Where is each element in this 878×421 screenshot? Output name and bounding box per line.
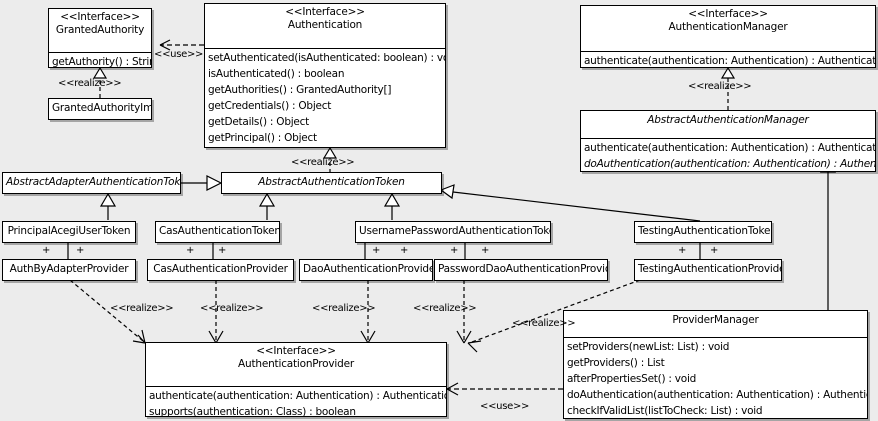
- multiplicity-marker: +: [710, 245, 719, 256]
- operation: doAuthentication(authentication: Authent…: [567, 389, 867, 401]
- operations-compartment: setProviders(newList: List) : void getPr…: [564, 337, 867, 420]
- operation: getDetails() : Object: [208, 116, 309, 128]
- class-box-testing-authentication-token[interactable]: TestingAuthenticationToken: [634, 221, 772, 243]
- class-name: PasswordDaoAuthenticationProvider: [438, 263, 607, 275]
- class-header: <<Interface>> AuthenticationManager: [581, 6, 875, 51]
- class-name: UsernamePasswordAuthenticationToken: [359, 225, 550, 237]
- edge-label-realize-granted-authority-impl: <<realize>>: [58, 78, 122, 89]
- operation: checkIfValidList(listToCheck: List) : vo…: [567, 405, 763, 417]
- multiplicity-marker: +: [218, 245, 227, 256]
- operation: getProviders() : List: [567, 357, 665, 369]
- class-name: GrantedAuthorityImpl: [52, 102, 151, 114]
- class-box-password-dao-authentication-provider[interactable]: PasswordDaoAuthenticationProvider: [434, 259, 608, 281]
- operation: getAuthorities() : GrantedAuthority[]: [208, 84, 392, 96]
- class-header: <<Interface>> GrantedAuthority: [49, 9, 151, 52]
- class-box-username-password-authentication-token[interactable]: UsernamePasswordAuthenticationToken: [355, 221, 551, 243]
- class-header: ProviderManager: [564, 311, 867, 337]
- class-box-abstract-authentication-manager[interactable]: AbstractAuthenticationManager authentica…: [580, 110, 876, 172]
- operation: authenticate(authentication: Authenticat…: [149, 390, 446, 402]
- class-box-authentication-manager[interactable]: <<Interface>> AuthenticationManager auth…: [580, 5, 876, 68]
- class-box-authentication[interactable]: <<Interface>> Authentication setAuthenti…: [204, 3, 446, 148]
- class-name: CasAuthenticationToken: [159, 225, 279, 237]
- operation: setAuthenticated(isAuthenticated: boolea…: [208, 52, 445, 64]
- class-box-granted-authority[interactable]: <<Interface>> GrantedAuthority getAuthor…: [48, 8, 152, 68]
- operation: getCredentials() : Object: [208, 100, 332, 112]
- stereotype-label: <<Interface>>: [285, 6, 365, 18]
- class-box-provider-manager[interactable]: ProviderManager setProviders(newList: Li…: [563, 310, 868, 419]
- class-box-abstract-adapter-authentication-token[interactable]: AbstractAdapterAuthenticationToken: [2, 172, 181, 194]
- class-name: AuthenticationManager: [668, 21, 788, 34]
- stereotype-label: <<Interface>>: [60, 11, 140, 23]
- class-name: AbstractAuthenticationToken: [258, 176, 405, 188]
- class-box-abstract-authentication-token[interactable]: AbstractAuthenticationToken: [221, 172, 442, 194]
- edge-label-realize-auth-by-adapter: <<realize>>: [110, 303, 174, 314]
- class-name: PrincipalAcegiUserToken: [7, 225, 131, 237]
- operation: authenticate(authentication: Authenticat…: [584, 142, 875, 154]
- stereotype-label: <<Interface>>: [256, 345, 336, 357]
- operation: supports(authentication: Class) : boolea…: [149, 406, 356, 418]
- class-name: CasAuthenticationProvider: [153, 263, 288, 275]
- edge-label-realize-abstract-authentication-manager: <<realize>>: [688, 81, 752, 92]
- stereotype-label: <<Interface>>: [688, 8, 768, 20]
- multiplicity-marker: +: [678, 245, 687, 256]
- class-header: AbstractAuthenticationManager: [581, 111, 875, 138]
- class-name: TestingAuthenticationToken: [638, 225, 771, 237]
- edge-label-realize-testing: <<realize>>: [512, 318, 576, 329]
- class-name: AuthenticationProvider: [238, 358, 354, 371]
- class-name: DaoAuthenticationProvider: [303, 263, 432, 275]
- class-name: TestingAuthenticationProvider: [638, 263, 781, 275]
- edge-label-use-top: <<use>>: [154, 49, 204, 60]
- multiplicity-marker: +: [400, 245, 409, 256]
- class-header: <<Interface>> Authentication: [205, 4, 445, 48]
- operations-compartment: authenticate(authentication: Authenticat…: [581, 138, 875, 173]
- class-header: <<Interface>> AuthenticationProvider: [146, 343, 446, 386]
- operations-compartment: setAuthenticated(isAuthenticated: boolea…: [205, 48, 445, 147]
- operations-compartment: authenticate(authentication: Authenticat…: [581, 51, 875, 70]
- operations-compartment: getAuthority() : String: [49, 52, 151, 71]
- class-box-granted-authority-impl[interactable]: GrantedAuthorityImpl: [48, 98, 152, 120]
- class-box-dao-authentication-provider[interactable]: DaoAuthenticationProvider: [299, 259, 433, 281]
- class-box-authentication-provider[interactable]: <<Interface>> AuthenticationProvider aut…: [145, 342, 447, 418]
- operations-compartment: authenticate(authentication: Authenticat…: [146, 386, 446, 421]
- class-name: AbstractAdapterAuthenticationToken: [6, 176, 180, 188]
- operation: getPrincipal() : Object: [208, 132, 317, 144]
- operation: authenticate(authentication: Authenticat…: [584, 55, 875, 67]
- multiplicity-marker: +: [186, 245, 195, 256]
- class-box-cas-authentication-provider[interactable]: CasAuthenticationProvider: [147, 259, 294, 281]
- multiplicity-marker: +: [372, 245, 381, 256]
- edge-label-realize-abstract-authentication-token: <<realize>>: [291, 157, 355, 168]
- operation: getAuthority() : String: [52, 56, 151, 68]
- class-name: ProviderManager: [672, 314, 759, 326]
- multiplicity-marker: +: [42, 245, 51, 256]
- operation: doAuthentication(authentication: Authent…: [584, 158, 875, 170]
- edge-label-realize-dao: <<realize>>: [312, 303, 376, 314]
- class-name: AbstractAuthenticationManager: [647, 114, 809, 126]
- edge-label-realize-cas: <<realize>>: [200, 303, 264, 314]
- class-name: AuthByAdapterProvider: [9, 263, 129, 275]
- class-box-cas-authentication-token[interactable]: CasAuthenticationToken: [155, 221, 280, 243]
- class-box-principal-acegi-user-token[interactable]: PrincipalAcegiUserToken: [2, 221, 136, 243]
- multiplicity-marker: +: [450, 245, 459, 256]
- class-box-auth-by-adapter-provider[interactable]: AuthByAdapterProvider: [2, 259, 136, 281]
- class-name: GrantedAuthority: [55, 24, 145, 37]
- class-box-testing-authentication-provider[interactable]: TestingAuthenticationProvider: [634, 259, 782, 281]
- multiplicity-marker: +: [481, 245, 490, 256]
- edge-label-use-bottom: <<use>>: [480, 401, 530, 412]
- edge-label-realize-password-dao: <<realize>>: [413, 303, 477, 314]
- multiplicity-marker: +: [76, 245, 85, 256]
- operation: afterPropertiesSet() : void: [567, 373, 697, 385]
- operation: isAuthenticated() : boolean: [208, 68, 345, 80]
- class-name: Authentication: [287, 19, 363, 32]
- operation: setProviders(newList: List) : void: [567, 341, 730, 353]
